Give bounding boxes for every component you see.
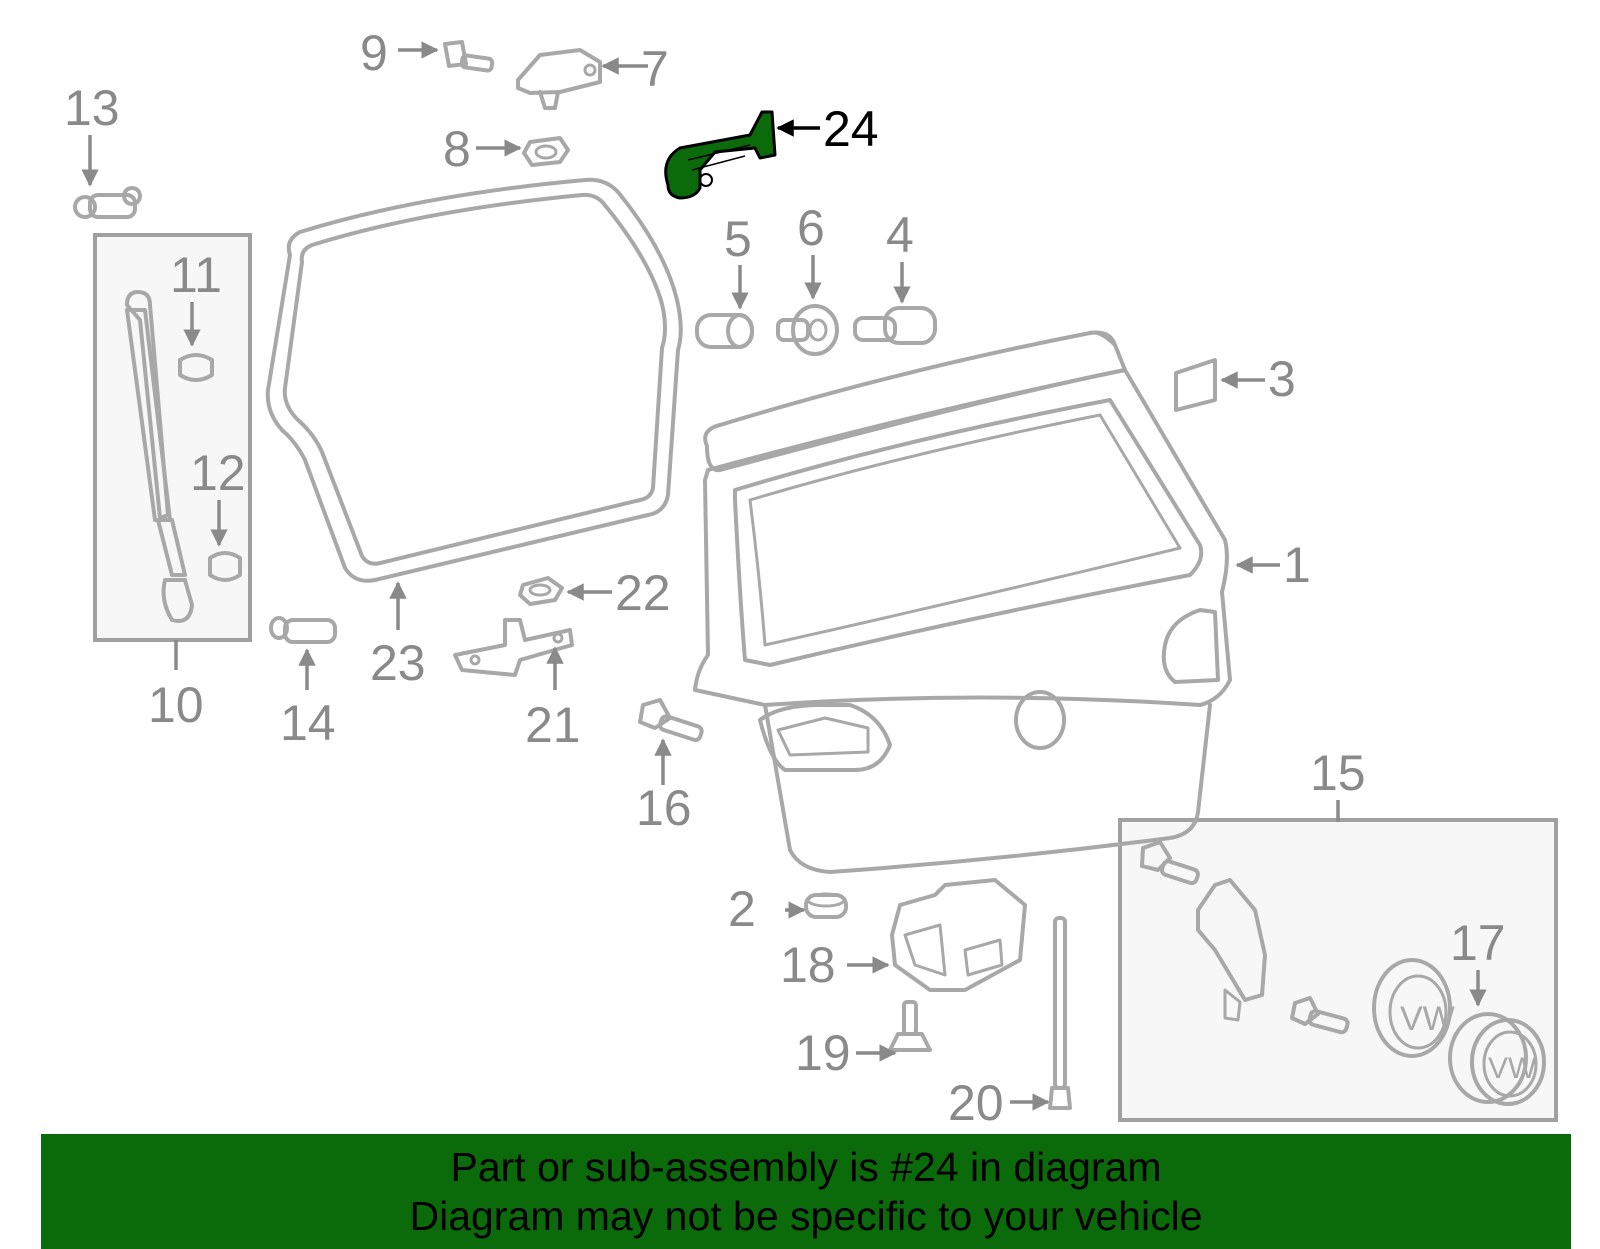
callout-23: 23 (370, 635, 426, 691)
part-20-rod (1048, 916, 1072, 1110)
weatherstrip-seal (265, 177, 683, 583)
part-3-pad (1174, 358, 1217, 412)
callout-5: 5 (724, 211, 752, 267)
part-2-washer (804, 892, 848, 919)
part-17-emblem: VW (1448, 1012, 1546, 1106)
callout-19: 19 (795, 1025, 851, 1081)
callout-6: 6 (797, 200, 825, 256)
part-7-bracket (516, 48, 602, 110)
callout-20: 20 (948, 1075, 1004, 1131)
part-14-pin (269, 616, 337, 644)
part-4-buffer (853, 306, 937, 345)
emblem-text-1: VW (1400, 1000, 1455, 1038)
liftgate (693, 330, 1232, 874)
weatherstrip-seal-inner (282, 192, 667, 566)
callout-7: 7 (641, 41, 669, 97)
part-10-strut (125, 290, 194, 623)
part-22-nut (518, 576, 564, 606)
callout-16: 16 (636, 780, 692, 836)
part-8-nut (522, 136, 570, 167)
part-5-bushing (695, 313, 754, 349)
callout-12: 12 (190, 445, 246, 501)
callout-21: 21 (525, 697, 581, 753)
callout-11: 11 (170, 247, 222, 303)
emblem-text-2: VW (1488, 1052, 1537, 1085)
callout-10: 10 (148, 677, 204, 733)
banner-line-2: Diagram may not be specific to your vehi… (409, 1193, 1203, 1239)
part-6-grommet (776, 304, 839, 356)
part-16-bolt (638, 698, 704, 742)
callout-18: 18 (780, 937, 836, 993)
callout-labels: 1 2 3 4 5 6 7 8 9 10 11 12 13 14 15 16 1… (64, 25, 1506, 1131)
callout-9: 9 (360, 25, 388, 81)
part-13-stud (73, 186, 142, 219)
callout-2: 2 (728, 881, 756, 937)
part-12-clip (208, 551, 242, 582)
callout-8: 8 (443, 121, 471, 177)
part-19-screw (888, 1000, 932, 1052)
callout-15: 15 (1310, 745, 1366, 801)
callout-17: 17 (1450, 915, 1506, 971)
leader-lines (81, 41, 1487, 1111)
part-24-highlighted (664, 110, 777, 200)
callout-22: 22 (615, 565, 671, 621)
part-9-bolt (443, 40, 495, 73)
part-21-bracket (453, 618, 574, 677)
callout-3: 3 (1268, 351, 1296, 407)
part-11-clip (178, 353, 214, 382)
callout-24: 24 (823, 101, 879, 157)
callout-14: 14 (280, 695, 336, 751)
callout-4: 4 (886, 207, 914, 263)
banner-line-1: Part or sub-assembly is #24 in diagram (450, 1144, 1162, 1190)
callout-13: 13 (64, 80, 120, 136)
part-18-latch (890, 878, 1027, 992)
callout-1: 1 (1283, 537, 1311, 593)
info-banner: Part or sub-assembly is #24 in diagram D… (41, 1134, 1571, 1249)
part-15-handle-assembly: VW (1140, 840, 1455, 1058)
